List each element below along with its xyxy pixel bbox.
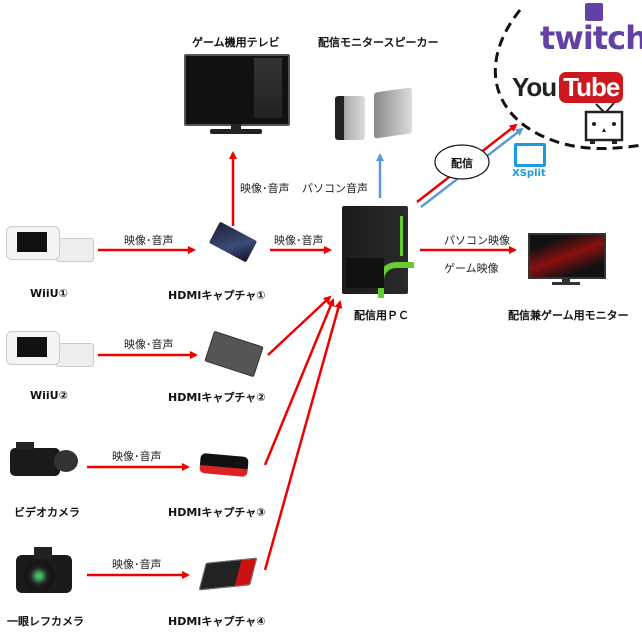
niconico-tv-icon	[584, 102, 624, 144]
pc-label: 配信用ＰＣ	[354, 309, 409, 322]
cap3-label: HDMIキャプチャ③	[168, 506, 266, 519]
monitor-image	[528, 233, 606, 285]
edge-label-videocam-cap3: 映像･音声	[112, 450, 162, 463]
cap4-label: HDMIキャプチャ④	[168, 615, 266, 628]
twitch-logo: twitch	[540, 3, 642, 61]
videocam-image	[6, 440, 82, 484]
speaker-label: 配信モニタースピーカー	[318, 36, 439, 49]
wiiu2-image	[4, 327, 94, 369]
dslr-image	[12, 545, 76, 601]
edge-label-pc-speaker: パソコン音声	[302, 182, 368, 195]
edge-label-cap1-pc: 映像･音声	[274, 234, 324, 247]
youtube-logo: You Tube	[512, 70, 624, 104]
tv-image	[184, 54, 290, 134]
twitch-glitch-icon	[585, 3, 603, 21]
arrow-cap2-pc	[267, 295, 332, 356]
edge-label-pc-monitor-top: パソコン映像	[444, 234, 510, 247]
pc-image	[338, 202, 414, 298]
edge-label-cap1-tv: 映像･音声	[240, 182, 290, 195]
arrow-cap4-pc	[263, 300, 343, 571]
xsplit-icon	[514, 143, 546, 167]
edge-label-wiiu2-cap2: 映像･音声	[124, 338, 174, 351]
dslr-label: 一眼レフカメラ	[7, 615, 84, 628]
xsplit-logo: XSplit	[512, 143, 552, 185]
cap2-label: HDMIキャプチャ②	[168, 391, 266, 404]
wiiu2-label: WiiU②	[30, 389, 68, 402]
edge-label-wiiu1-cap1: 映像･音声	[124, 234, 174, 247]
monitor-label: 配信兼ゲーム用モニター	[508, 309, 629, 322]
wiiu1-image	[4, 222, 94, 264]
edge-label-dslr-cap4: 映像･音声	[112, 558, 162, 571]
videocam-label: ビデオカメラ	[14, 506, 80, 519]
edge-label-pc-monitor-bottom: ゲーム映像	[444, 262, 499, 275]
cap1-label: HDMIキャプチャ①	[168, 289, 266, 302]
stream-label: 配信	[451, 157, 473, 170]
cap3-image	[199, 452, 249, 478]
speaker-image	[330, 87, 420, 143]
wiiu1-label: WiiU①	[30, 287, 68, 300]
tv-label: ゲーム機用テレビ	[192, 36, 280, 49]
stream-ellipse	[434, 144, 490, 180]
arrow-cap3-pc	[263, 298, 335, 466]
